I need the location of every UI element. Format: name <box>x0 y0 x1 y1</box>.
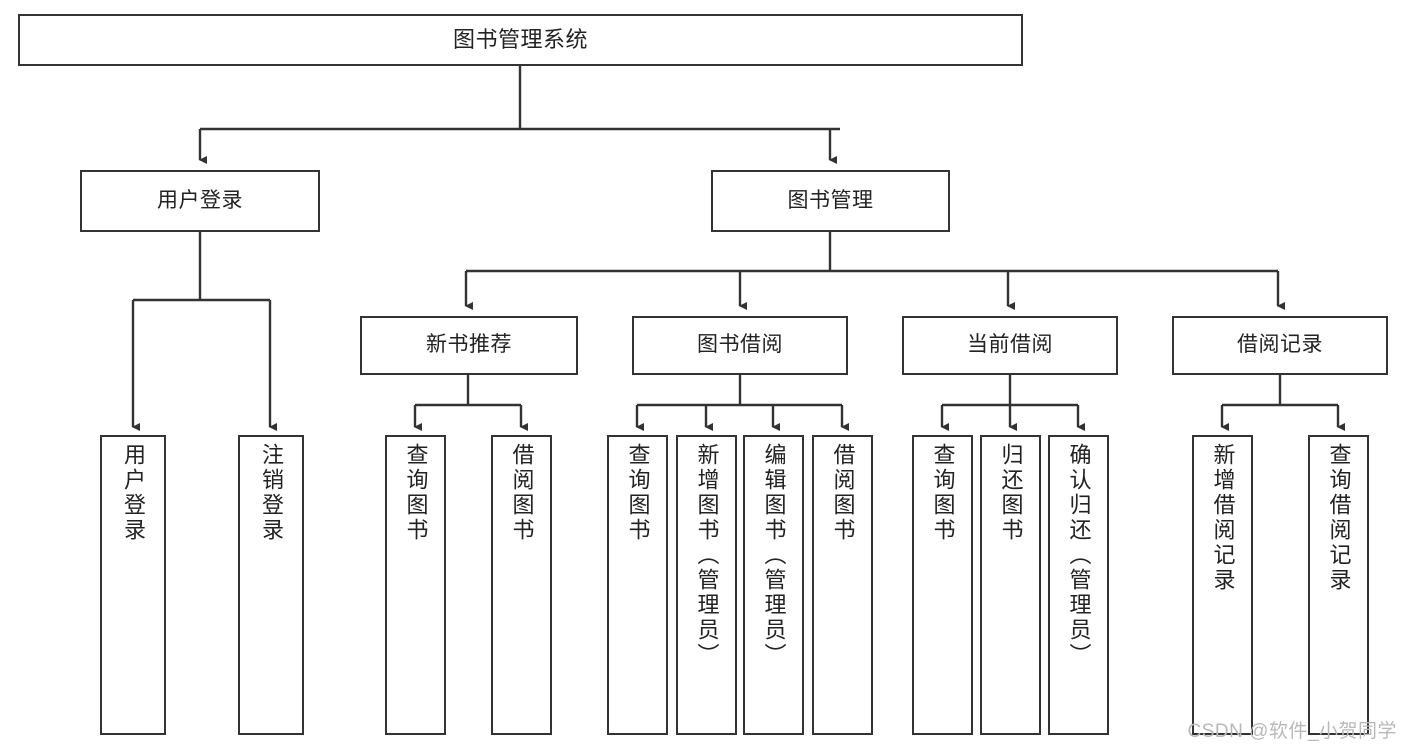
node-label: 编辑图书（管理员） <box>761 443 787 668</box>
node-user-login[interactable]: 用户登录 <box>80 170 320 232</box>
node-borrow-record[interactable]: 借阅记录 <box>1172 316 1388 375</box>
leaf-user-login-login[interactable]: 用户登录 <box>100 435 166 735</box>
leaf-book-borrow-edit[interactable]: 编辑图书（管理员） <box>743 435 804 735</box>
leaf-borrow-record-add[interactable]: 新增借阅记录 <box>1192 435 1253 735</box>
leaf-current-borrow-query[interactable]: 查询图书 <box>912 435 973 735</box>
node-label: 当前借阅 <box>967 333 1053 357</box>
node-label: 新书推荐 <box>426 333 512 357</box>
node-label: 用户登录 <box>121 443 146 543</box>
node-root-system[interactable]: 图书管理系统 <box>18 14 1023 66</box>
node-label: 借阅图书 <box>830 443 856 543</box>
node-label: 注销登录 <box>259 443 284 543</box>
node-current-borrow[interactable]: 当前借阅 <box>902 316 1118 375</box>
leaf-book-borrow-borrow[interactable]: 借阅图书 <box>812 435 873 735</box>
node-book-borrow[interactable]: 图书借阅 <box>632 316 848 375</box>
node-book-management[interactable]: 图书管理 <box>711 170 950 232</box>
node-label: 用户登录 <box>157 188 243 212</box>
node-label: 新增借阅记录 <box>1210 443 1236 593</box>
leaf-new-book-query[interactable]: 查询图书 <box>385 435 446 735</box>
node-label: 归还图书 <box>998 443 1024 543</box>
leaf-user-login-logout[interactable]: 注销登录 <box>238 435 304 735</box>
node-label: 图书借阅 <box>697 333 783 357</box>
node-label: 查询图书 <box>403 443 429 543</box>
leaf-current-borrow-confirm-return[interactable]: 确认归还（管理员） <box>1048 435 1109 735</box>
watermark-text: CSDN @软件_小贺同学 <box>1187 721 1397 742</box>
node-label: 图书管理 <box>787 188 874 212</box>
node-label: 确认归还（管理员） <box>1066 443 1092 668</box>
node-label: 图书管理系统 <box>452 27 588 53</box>
node-label: 查询图书 <box>625 443 651 543</box>
leaf-new-book-borrow[interactable]: 借阅图书 <box>491 435 552 735</box>
node-label: 借阅图书 <box>509 443 535 543</box>
leaf-current-borrow-return[interactable]: 归还图书 <box>980 435 1041 735</box>
node-new-book-recommend[interactable]: 新书推荐 <box>360 316 578 375</box>
leaf-book-borrow-query[interactable]: 查询图书 <box>607 435 668 735</box>
node-label: 查询图书 <box>930 443 956 543</box>
leaf-borrow-record-query[interactable]: 查询借阅记录 <box>1308 435 1369 735</box>
node-label: 新增图书（管理员） <box>694 443 720 668</box>
leaf-book-borrow-add[interactable]: 新增图书（管理员） <box>676 435 737 735</box>
node-label: 查询借阅记录 <box>1326 443 1352 593</box>
node-label: 借阅记录 <box>1237 333 1323 357</box>
